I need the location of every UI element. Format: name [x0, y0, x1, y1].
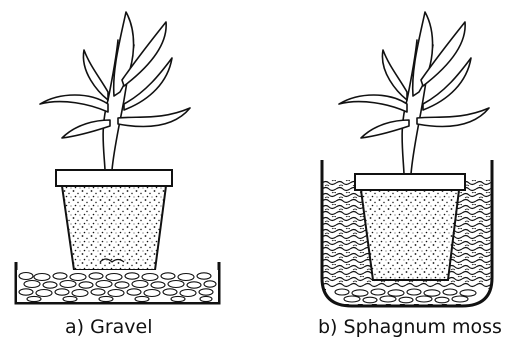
caption-gravel: a) Gravel [65, 316, 153, 338]
plant-b [339, 12, 489, 174]
flower-pot-b [355, 174, 465, 280]
caption-sphagnum-moss: b) Sphagnum moss [318, 316, 502, 338]
panel-a-gravel [16, 12, 219, 303]
panel-b-sphagnum-moss [322, 12, 492, 306]
plant-a [40, 12, 190, 170]
flower-pot-a [56, 170, 172, 270]
